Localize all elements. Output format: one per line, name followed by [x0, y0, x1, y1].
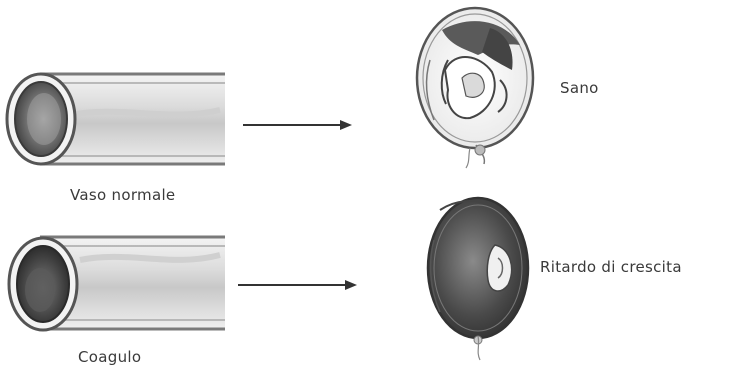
clot-vessel-illustration: [9, 237, 225, 330]
healthy-fetus-illustration: [417, 8, 533, 168]
normal-vessel-label: Vaso normale: [70, 186, 175, 204]
healthy-label: Sano: [560, 79, 599, 97]
normal-vessel-illustration: [7, 74, 225, 164]
arrow-top: [243, 120, 352, 130]
growth-delay-label: Ritardo di crescita: [540, 258, 682, 276]
clot-label: Coagulo: [78, 348, 141, 366]
growth-delay-fetus-illustration: [428, 198, 528, 360]
arrow-bottom: [238, 280, 357, 290]
